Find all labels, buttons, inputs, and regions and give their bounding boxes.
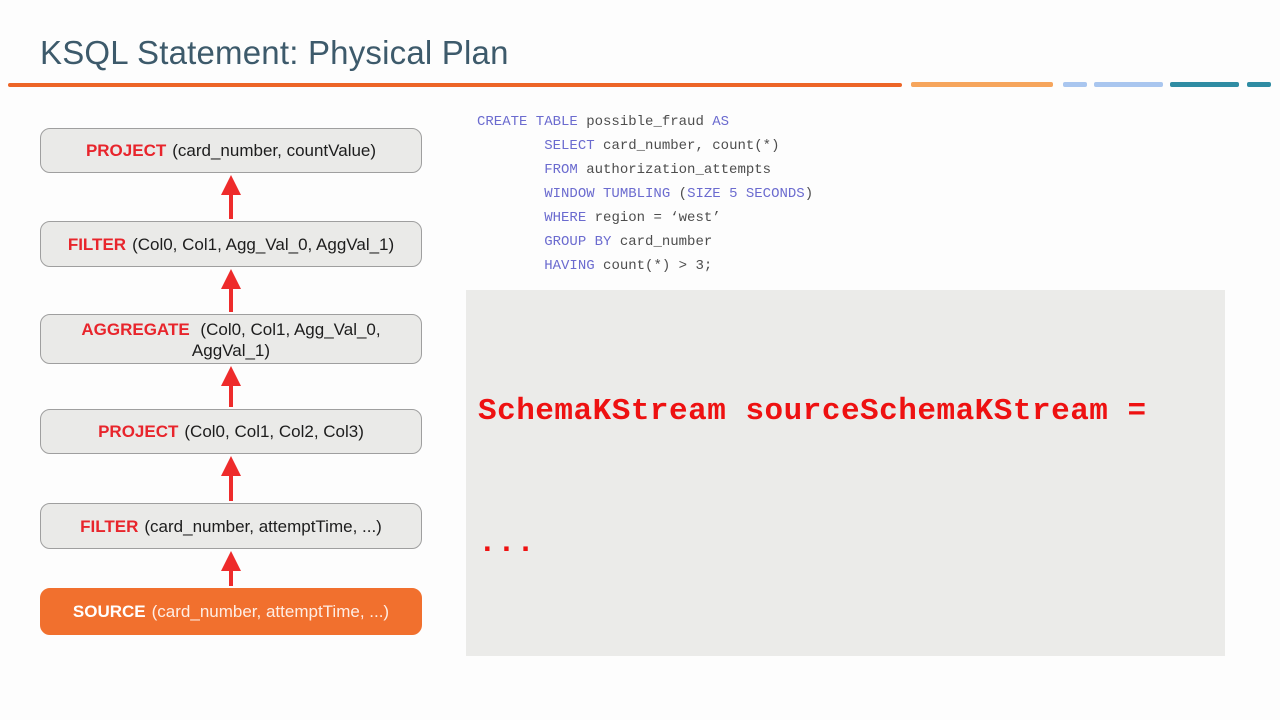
plan-node-args: (card_number, attemptTime, ...) <box>151 602 390 621</box>
arrow-head-icon <box>221 269 241 289</box>
plan-node-project-cols: PROJECT (Col0, Col1, Col2, Col3) <box>40 409 422 454</box>
flow-arrow <box>221 175 241 219</box>
plan-node-args: (card_number, attemptTime, ...) <box>144 516 382 536</box>
output-panel: SchemaKStream sourceSchemaKStream = ... <box>466 290 1225 656</box>
output-code: SchemaKStream sourceSchemaKStream = ... <box>478 302 1147 654</box>
flow-arrow <box>221 456 241 501</box>
arrow-head-icon <box>221 551 241 571</box>
plan-node-project-top: PROJECT (card_number, countValue) <box>40 128 422 173</box>
arrow-stem <box>229 289 233 312</box>
plan-node-filter-agg: FILTER (Col0, Col1, Agg_Val_0, AggVal_1) <box>40 221 422 267</box>
output-code-line: SchemaKStream sourceSchemaKStream = <box>478 394 1147 429</box>
underline-dash-light-orange <box>911 82 1053 87</box>
flow-arrow <box>221 269 241 312</box>
plan-node-args: (Col0, Col1, Agg_Val_0, AggVal_1) <box>191 320 381 360</box>
underline-dash-light-blue <box>1094 82 1163 87</box>
arrow-head-icon <box>221 366 241 386</box>
arrow-head-icon <box>221 175 241 195</box>
arrow-stem <box>229 386 233 407</box>
output-code-line: ... <box>478 526 536 561</box>
plan-node-keyword: PROJECT <box>85 141 167 160</box>
underline-dash-light-blue-small <box>1063 82 1087 87</box>
plan-node-args: (Col0, Col1, Col2, Col3) <box>184 422 364 441</box>
underline-dash-teal <box>1170 82 1239 87</box>
arrow-stem <box>229 195 233 219</box>
slide-title: KSQL Statement: Physical Plan <box>40 34 509 71</box>
plan-node-filter-source: FILTER (card_number, attemptTime, ...) <box>40 503 422 549</box>
plan-node-keyword: FILTER <box>67 234 127 254</box>
plan-node-source: SOURCE (card_number, attemptTime, ...) <box>40 588 422 635</box>
plan-node-keyword: FILTER <box>80 516 139 536</box>
underline-dash-teal-small <box>1247 82 1271 87</box>
flow-arrow <box>221 551 241 586</box>
flow-arrow <box>221 366 241 407</box>
title-underline <box>8 83 902 87</box>
arrow-stem <box>229 476 233 501</box>
ksql-statement-code: CREATE TABLE possible_fraud AS SELECT ca… <box>477 114 814 274</box>
arrow-head-icon <box>221 456 241 476</box>
arrow-stem <box>229 571 233 586</box>
plan-node-args: (Col0, Col1, Agg_Val_0, AggVal_1) <box>132 234 395 254</box>
plan-node-aggregate: AGGREGATE (Col0, Col1, Agg_Val_0, AggVal… <box>40 314 422 364</box>
plan-node-keyword: SOURCE <box>72 602 146 621</box>
plan-node-keyword: AGGREGATE <box>81 320 190 339</box>
plan-node-keyword: PROJECT <box>98 422 179 441</box>
plan-node-args: (card_number, countValue) <box>172 141 377 160</box>
